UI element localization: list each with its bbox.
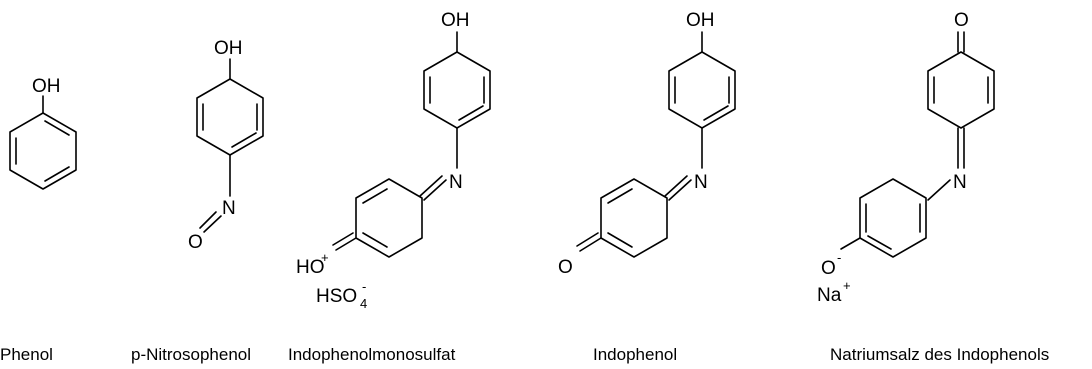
indophenolmonosulfat-structure: OH N HO + HSO 4 - [296,10,491,311]
monosulfat-hso4-subscript: 4 [360,296,367,311]
nitrosophenol-n-label: N [222,198,236,219]
natriumsalz-quinoid-ring [927,51,995,129]
indophenol-o-label: O [558,257,573,278]
monosulfat-ho-label: HO [296,257,325,278]
indophenol-upper-ring [668,51,736,129]
natriumsalz-n-label: N [953,172,967,193]
nitrosophenol-ring [196,78,264,156]
natriumsalz-na-charge: + [843,278,851,293]
indophenol-structure: OH N O [558,10,736,278]
label-indophenolmonosulfat: Indophenolmonosulfat [288,345,456,364]
natriumsalz-phenolate-ring [859,178,927,258]
monosulfat-hso4-label: HSO [316,286,357,307]
natriumsalz-o-charge: - [837,250,841,265]
monosulfat-n-label: N [449,172,463,193]
label-p-nitrosophenol: p-Nitrosophenol [131,345,251,364]
label-indophenol: Indophenol [593,345,677,364]
monosulfat-hso4-charge: - [362,279,366,294]
phenol-structure: OH [9,76,77,190]
compound-labels: Phenol p-Nitrosophenol Indophenolmonosul… [0,345,1049,364]
monosulfat-oh-label: OH [441,10,470,31]
monosulfat-upper-ring [423,51,491,129]
indophenol-lower-ring [600,178,668,258]
indophenol-n-label: N [694,172,708,193]
p-nitrosophenol-structure: OH N O [188,38,264,253]
phenol-oh-label: OH [32,76,61,97]
label-natriumsalz: Natriumsalz des Indophenols [830,345,1049,364]
monosulfat-ho-charge: + [321,250,329,265]
label-phenol: Phenol [0,345,53,364]
phenol-ring [9,95,77,190]
natriumsalz-structure: O N O - Na + [817,10,995,306]
natriumsalz-na-label: Na [817,285,842,306]
natriumsalz-o-minus-label: O [821,258,836,279]
nitrosophenol-oh-label: OH [214,38,243,59]
nitrosophenol-o-label: O [188,232,203,253]
monosulfat-lower-ring [355,178,423,258]
natriumsalz-o-top-label: O [954,10,969,31]
indophenol-oh-label: OH [686,10,715,31]
